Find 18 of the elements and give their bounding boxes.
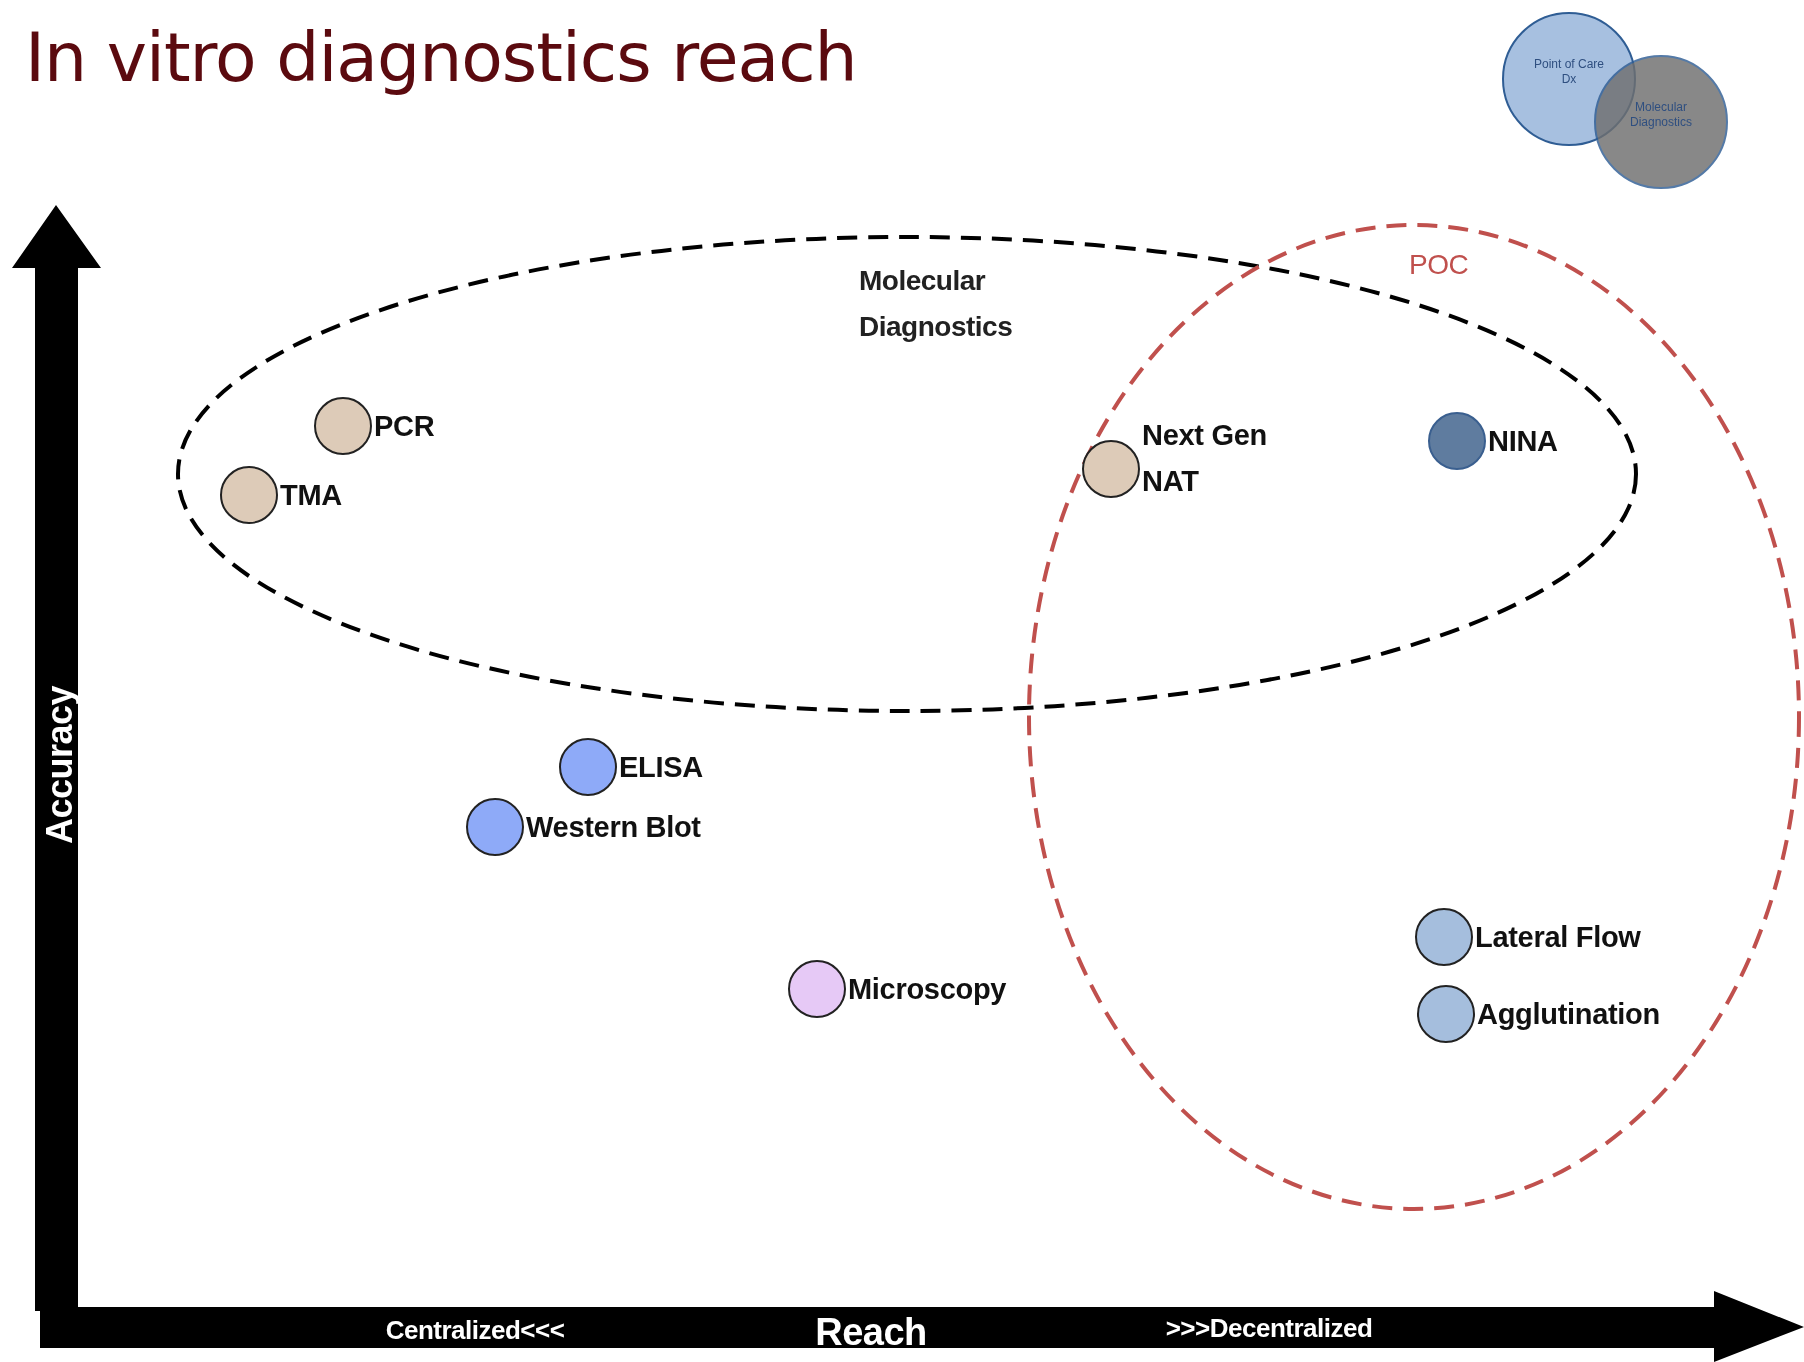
axis-label: Centralized<<< [385,1317,565,1343]
axis-label: Reach [815,1313,927,1351]
venn-label: Molecular Diagnostics [1629,100,1693,130]
axis-label: >>>Decentralized [1165,1315,1373,1341]
point-label: Agglutination [1477,997,1660,1032]
point-label: ELISA [619,750,703,785]
point-label: Next Gen NAT [1142,418,1268,499]
title: In vitro diagnostics reach [25,18,857,97]
point-label: Microscopy [848,972,1007,1007]
point-label: Western Blot [526,810,701,845]
region-label: Molecular Diagnostics [859,264,1014,344]
point-label: PCR [374,409,435,444]
region-label: POC [1409,248,1470,282]
point-label: Lateral Flow [1475,920,1641,955]
point-label: TMA [280,478,342,513]
axis-label: Accuracy [42,685,78,845]
point-label: NINA [1488,424,1558,459]
venn-label: Point of Care Dx [1532,57,1605,87]
